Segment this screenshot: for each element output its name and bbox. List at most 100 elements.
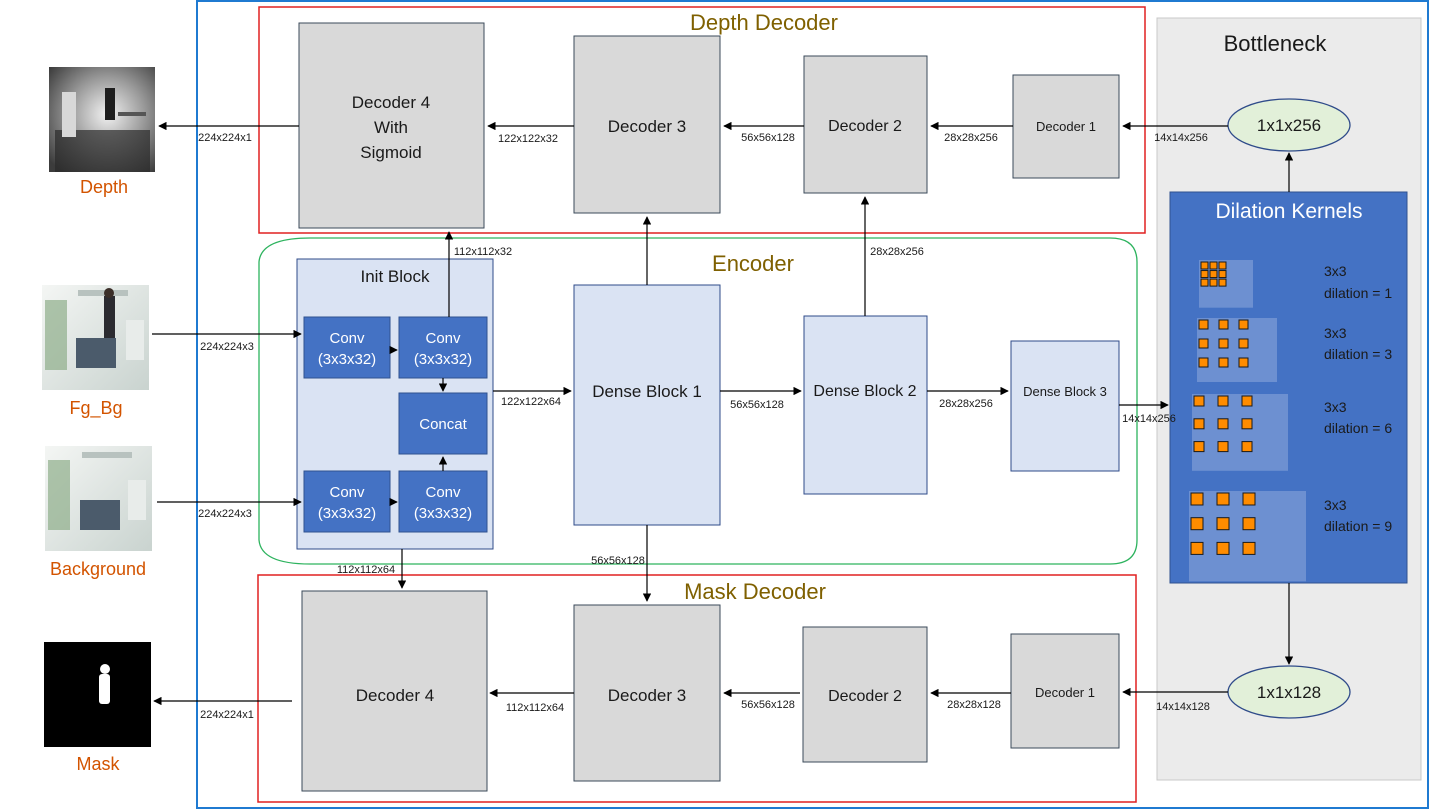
- depth-decoder-4-line2: With: [374, 118, 408, 137]
- kernel-2-size: 3x3: [1324, 325, 1347, 341]
- kernel-tap: [1238, 319, 1249, 330]
- kernel-tap: [1218, 357, 1229, 368]
- mask-decoder-3-label: Decoder 3: [608, 686, 686, 705]
- kernel-3-size: 3x3: [1324, 399, 1347, 415]
- bottleneck-node-256-label: 1x1x256: [1257, 116, 1321, 135]
- kernel-tap: [1217, 441, 1229, 453]
- edge-label-dense1-to-mask-d3: 56x56x128: [591, 555, 645, 567]
- kernel-tap: [1209, 270, 1218, 279]
- kernel-tap: [1241, 418, 1253, 430]
- mask-image-label: Mask: [76, 754, 120, 774]
- mask-decoder-frame: [257, 574, 1137, 803]
- kernel-tap: [1198, 319, 1209, 330]
- depth-decoder-1-label: Decoder 1: [1036, 119, 1096, 134]
- depth-decoder-3: [573, 35, 721, 214]
- dense-block-1: [573, 284, 721, 526]
- concat-label: Concat: [419, 416, 467, 433]
- depth-decoder-1: [1012, 74, 1120, 179]
- edge-label-dense3-to-kernels: 14x14x256: [1122, 413, 1176, 425]
- kernel-tap: [1216, 541, 1230, 555]
- mask-decoder-4: [301, 590, 488, 792]
- mask-decoder-1: [1010, 633, 1120, 749]
- kernel-tap: [1218, 270, 1227, 279]
- kernel-tap: [1238, 357, 1249, 368]
- edge-label-mask-d4-from-d3: 112x112x64: [506, 702, 564, 714]
- mask-decoder-3: [573, 604, 721, 782]
- edge-label-d2-from-d1: 28x28x256: [944, 132, 998, 144]
- depth-image: [49, 67, 155, 172]
- kernel-tap: [1193, 395, 1205, 407]
- bottleneck-node-256: [1227, 98, 1351, 152]
- kernel-tap: [1190, 517, 1204, 531]
- kernel-tap: [1190, 492, 1204, 506]
- kernel-illustrations: [1189, 260, 1306, 582]
- conv-a-line1: Conv: [329, 330, 365, 347]
- edge-label-d3-from-d2: 56x56x128: [741, 132, 795, 144]
- conv-b-line2: (3x3x32): [414, 351, 472, 368]
- init-block-label: Init Block: [361, 267, 430, 286]
- bottleneck-title: Bottleneck: [1224, 31, 1328, 56]
- outer-frame: [196, 0, 1429, 809]
- fg-bg-image-label: Fg_Bg: [69, 398, 122, 419]
- conv-block-c: [303, 470, 391, 533]
- edge-label-mask-out: 224x224x1: [200, 709, 254, 721]
- edge-label-d4-from-d3: 122x122x32: [498, 133, 558, 145]
- edge-label-dense1-to-dense2: 56x56x128: [730, 399, 784, 411]
- kernel-tap: [1209, 278, 1218, 287]
- kernel-tap: [1218, 278, 1227, 287]
- mask-image: [44, 642, 151, 747]
- mask-decoder-4-label: Decoder 4: [356, 686, 434, 705]
- edge-label-init-to-dense1: 122x122x64: [501, 396, 561, 408]
- depth-decoder-4: [298, 22, 485, 229]
- dilation-kernels-title: Dilation Kernels: [1215, 200, 1362, 223]
- conv-d-line1: Conv: [425, 484, 461, 501]
- kernel-tap: [1242, 541, 1256, 555]
- edge-label-fgbg-in: 224x224x3: [200, 341, 254, 353]
- kernel-tap: [1216, 517, 1230, 531]
- kernel-tap: [1242, 492, 1256, 506]
- edge-label-mask-d1-from-bn: 14x14x128: [1156, 701, 1210, 713]
- background-image: [45, 446, 152, 551]
- conv-c-line1: Conv: [329, 484, 365, 501]
- kernel-tap: [1193, 418, 1205, 430]
- depth-decoder-frame: [258, 6, 1146, 234]
- kernel-tap: [1190, 541, 1204, 555]
- conv-block-b: [398, 316, 488, 379]
- kernel-tap: [1241, 441, 1253, 453]
- depth-decoder-2: [803, 55, 928, 194]
- kernel-tap: [1200, 270, 1209, 279]
- edge-label-dense2-to-d2: 28x28x256: [870, 246, 924, 258]
- encoder-title: Encoder: [712, 251, 794, 276]
- dense-block-2: [803, 315, 928, 495]
- depth-image-label: Depth: [80, 177, 128, 197]
- kernel-tap: [1209, 261, 1218, 270]
- depth-decoder-title: Depth Decoder: [690, 10, 838, 35]
- encoder-frame: [258, 237, 1138, 565]
- kernel-3-dilation: dilation = 6: [1324, 420, 1392, 436]
- kernel-4-dilation: dilation = 9: [1324, 518, 1392, 534]
- mask-decoder-2: [802, 626, 928, 763]
- conv-c-line2: (3x3x32): [318, 505, 376, 522]
- depth-decoder-4-line3: Sigmoid: [360, 143, 421, 162]
- conv-b-line1: Conv: [425, 330, 461, 347]
- kernel-tap: [1242, 517, 1256, 531]
- kernel-tap: [1216, 492, 1230, 506]
- kernel-tap: [1198, 338, 1209, 349]
- kernel-tap: [1238, 338, 1249, 349]
- kernel-tap: [1200, 261, 1209, 270]
- fg-bg-image: [42, 285, 149, 390]
- mask-decoder-2-label: Decoder 2: [828, 688, 902, 705]
- connections: [152, 121, 1294, 706]
- dense-block-3: [1010, 340, 1120, 472]
- conv-block-a: [303, 316, 391, 379]
- kernel-tap: [1218, 338, 1229, 349]
- background-image-label: Background: [50, 559, 146, 579]
- conv-block-d: [398, 470, 488, 533]
- depth-decoder-2-label: Decoder 2: [828, 118, 902, 135]
- edge-label-mask-d2-from-d1: 28x28x128: [947, 699, 1001, 711]
- dense-block-3-label: Dense Block 3: [1023, 384, 1107, 399]
- edge-label-init-to-d4: 112x112x32: [454, 246, 512, 258]
- edge-label-depth-out: 224x224x1: [198, 132, 252, 144]
- kernel-grid-4: [1189, 491, 1306, 582]
